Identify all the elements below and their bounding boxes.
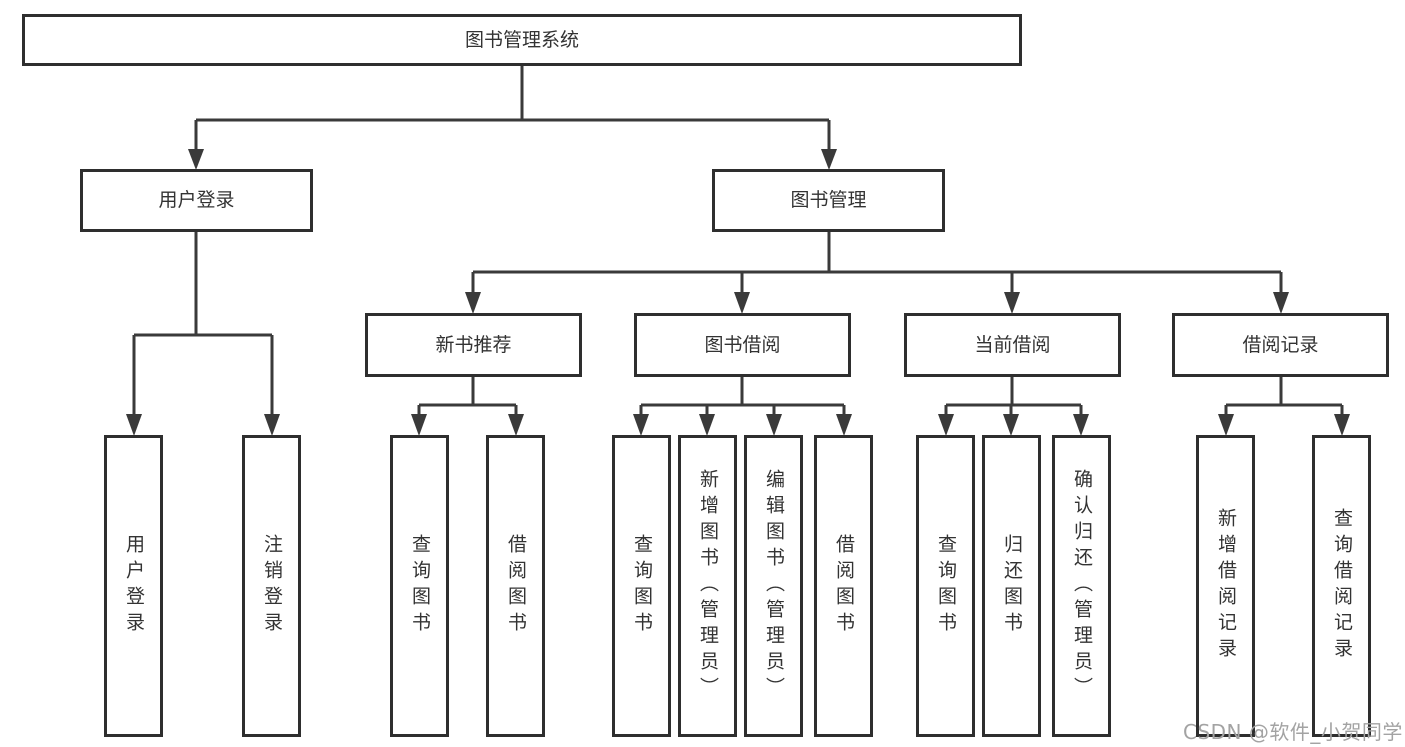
- arrow-down-icon: [188, 149, 204, 170]
- node-book-borrowing: 图书借阅: [634, 313, 851, 377]
- node-label: 图书管理系统: [464, 28, 579, 51]
- leaf-borrow-books: 借阅图书: [814, 435, 873, 737]
- arrow-down-icon: [508, 414, 524, 436]
- leaf-user-login: 用户登录: [104, 435, 163, 737]
- connector-book-management: [471, 232, 1283, 295]
- arrow-down-icon: [1004, 292, 1020, 314]
- node-label: 查询借阅记录: [1331, 508, 1353, 664]
- node-label: 图书管理: [790, 189, 867, 211]
- node-label: 图书借阅: [704, 333, 781, 356]
- connector-root: [194, 66, 831, 151]
- node-label: 新增图书（管理员）: [697, 469, 719, 703]
- arrow-down-icon: [734, 292, 750, 314]
- node-borrowing-records: 借阅记录: [1172, 313, 1389, 377]
- connector-new-book-recommend: [417, 377, 518, 417]
- node-label: 用户登录: [123, 534, 145, 638]
- node-root-system: 图书管理系统: [22, 14, 1022, 66]
- arrow-down-icon: [1273, 292, 1289, 314]
- leaf-borrow-books-recommend: 借阅图书: [486, 435, 545, 737]
- connector-borrowing-records: [1224, 377, 1344, 417]
- connector-book-borrowing: [639, 377, 846, 417]
- arrow-down-icon: [1003, 414, 1019, 436]
- watermark: CSDN @软件_小贺同学: [1183, 720, 1403, 744]
- leaf-query-books-borrowing: 查询图书: [612, 435, 671, 737]
- arrow-down-icon: [1073, 414, 1089, 436]
- arrow-down-icon: [465, 292, 481, 314]
- node-label: 新书推荐: [435, 333, 512, 356]
- leaf-edit-books-admin: 编辑图书（管理员）: [744, 435, 803, 737]
- arrow-down-icon: [699, 414, 715, 436]
- node-book-management: 图书管理: [712, 169, 945, 232]
- node-label: 用户登录: [158, 189, 235, 211]
- node-user-login: 用户登录: [80, 169, 313, 232]
- arrow-down-icon: [411, 414, 427, 436]
- arrow-down-icon: [1334, 414, 1350, 436]
- arrow-down-icon: [836, 414, 852, 436]
- leaf-logout: 注销登录: [242, 435, 301, 737]
- node-current-borrowing: 当前借阅: [904, 313, 1121, 377]
- arrowheads: [126, 149, 1350, 436]
- leaf-query-borrow-record: 查询借阅记录: [1312, 435, 1371, 737]
- leaf-add-borrow-record: 新增借阅记录: [1196, 435, 1255, 737]
- node-label: 当前借阅: [974, 333, 1051, 356]
- node-label: 查询图书: [631, 534, 653, 638]
- leaf-add-books-admin: 新增图书（管理员）: [678, 435, 737, 737]
- node-label: 新增借阅记录: [1215, 508, 1237, 664]
- connector-current-borrowing: [944, 377, 1083, 417]
- node-label: 借阅图书: [505, 534, 527, 638]
- connector-user-login: [132, 232, 274, 417]
- node-new-book-recommend: 新书推荐: [365, 313, 582, 377]
- node-label: 借阅图书: [833, 534, 855, 638]
- node-label: 编辑图书（管理员）: [763, 469, 785, 703]
- node-label: 查询图书: [935, 534, 957, 638]
- leaf-confirm-return-admin: 确认归还（管理员）: [1052, 435, 1111, 737]
- arrow-down-icon: [938, 414, 954, 436]
- arrow-down-icon: [633, 414, 649, 436]
- leaf-query-books-current: 查询图书: [916, 435, 975, 737]
- node-label: 确认归还（管理员）: [1071, 469, 1093, 703]
- arrow-down-icon: [766, 414, 782, 436]
- node-label: 归还图书: [1001, 534, 1023, 638]
- arrow-down-icon: [126, 414, 142, 436]
- leaf-query-books-recommend: 查询图书: [390, 435, 449, 737]
- arrow-down-icon: [264, 414, 280, 436]
- node-label: 查询图书: [409, 534, 431, 638]
- leaf-return-books: 归还图书: [982, 435, 1041, 737]
- node-label: 注销登录: [261, 534, 283, 638]
- arrow-down-icon: [1218, 414, 1234, 436]
- arrow-down-icon: [821, 149, 837, 170]
- node-label: 借阅记录: [1242, 333, 1319, 356]
